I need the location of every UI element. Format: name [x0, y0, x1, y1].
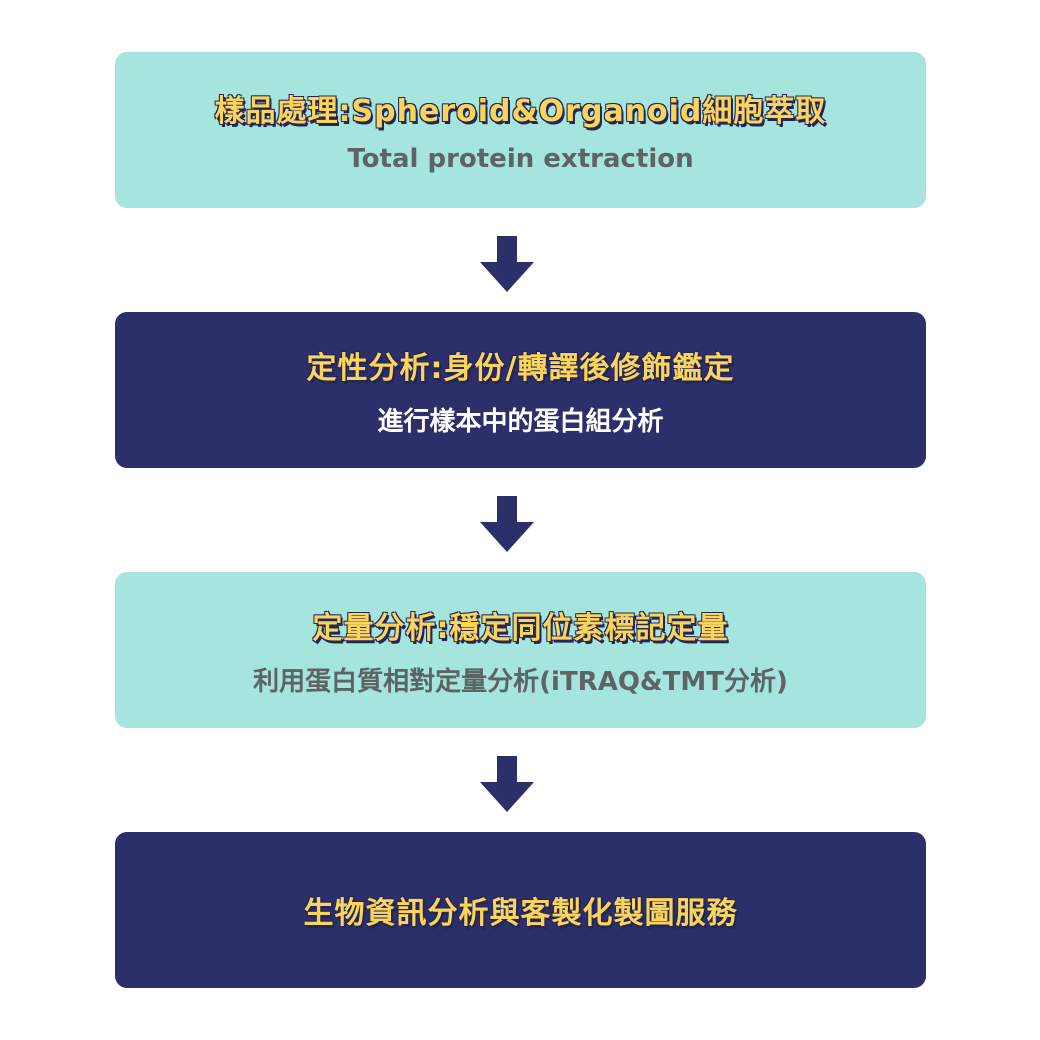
step-quantitative-analysis: 定量分析:穩定同位素標記定量 利用蛋白質相對定量分析(iTRAQ&TMT分析) — [115, 572, 926, 728]
step-title: 定性分析:身份/轉譯後修飾鑑定 — [306, 350, 735, 386]
step-subtitle: Total protein extraction — [347, 144, 694, 174]
step-title: 生物資訊分析與客製化製圖服務 — [303, 896, 738, 931]
down-arrow-icon — [480, 236, 534, 292]
step-subtitle: 利用蛋白質相對定量分析(iTRAQ&TMT分析) — [253, 666, 788, 697]
step-title: 定量分析:穩定同位素標記定量 — [312, 610, 729, 646]
step-title: 樣品處理:Spheroid&Organoid細胞萃取 — [214, 94, 827, 129]
step-sample-processing: 樣品處理:Spheroid&Organoid細胞萃取 Total protein… — [115, 52, 926, 208]
step-bioinformatics-service: 生物資訊分析與客製化製圖服務 — [115, 832, 926, 988]
step-qualitative-analysis: 定性分析:身份/轉譯後修飾鑑定 進行樣本中的蛋白組分析 — [115, 312, 926, 468]
down-arrow-icon — [480, 756, 534, 812]
step-subtitle: 進行樣本中的蛋白組分析 — [377, 406, 664, 437]
down-arrow-icon — [480, 496, 534, 552]
